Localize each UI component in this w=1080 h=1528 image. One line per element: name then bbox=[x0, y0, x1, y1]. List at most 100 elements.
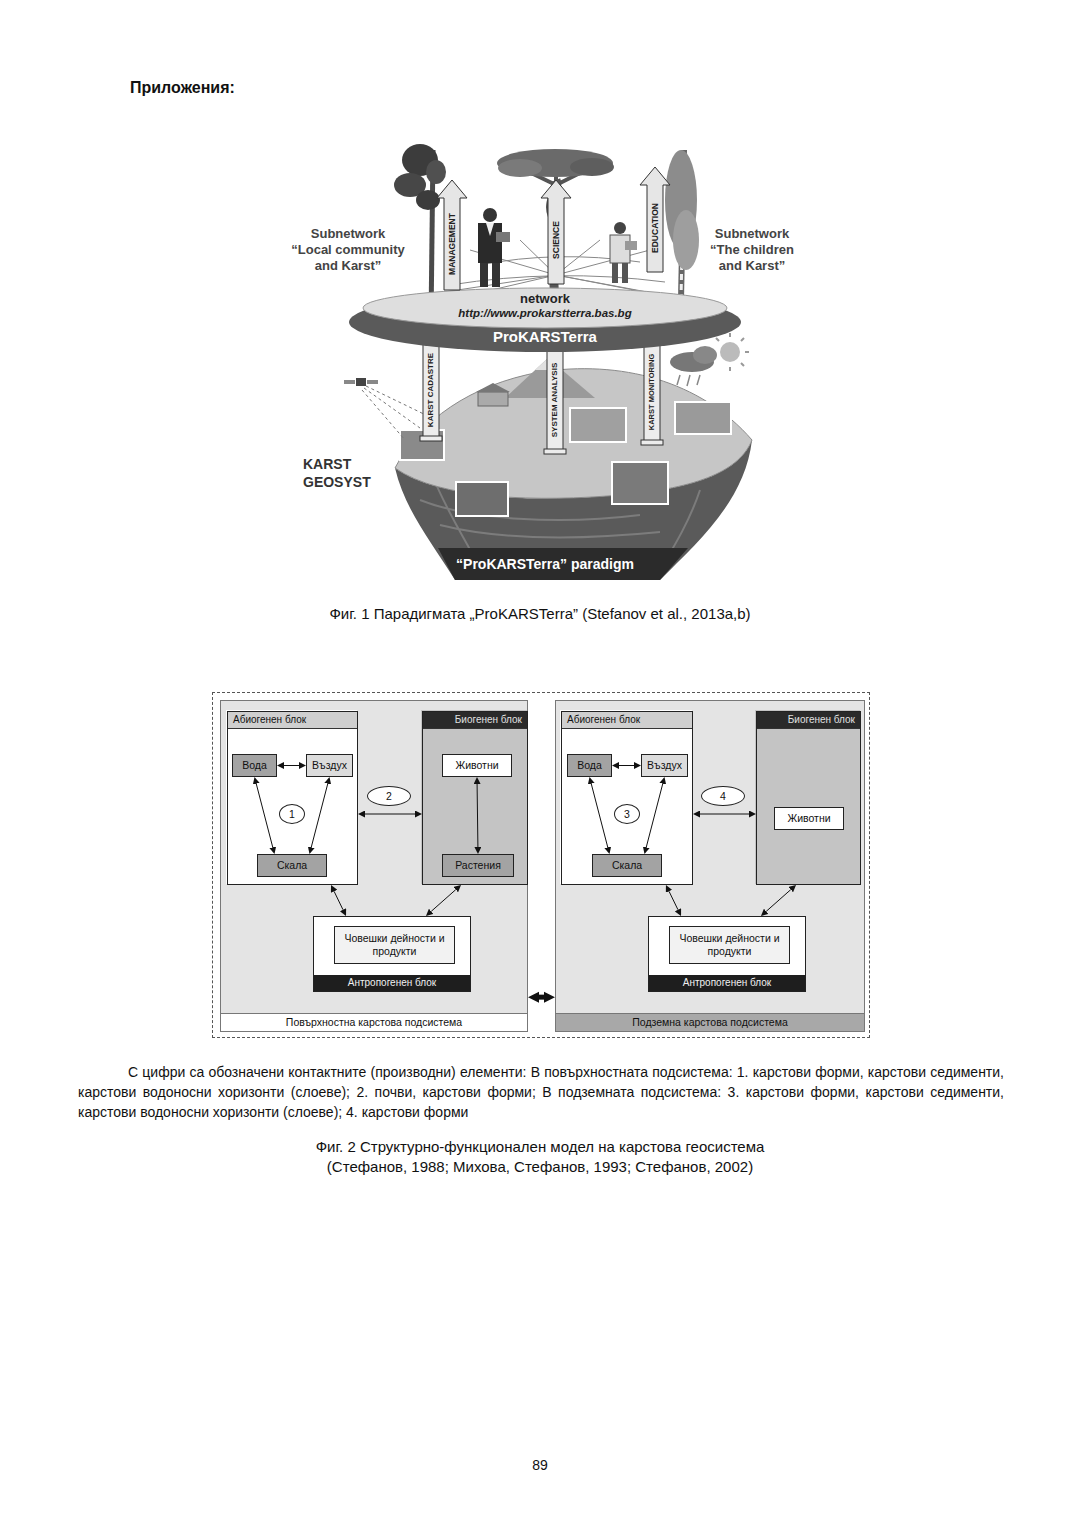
pillar bbox=[644, 338, 660, 442]
block-header: Абиогенен блок bbox=[562, 712, 692, 729]
element-box: Животни bbox=[774, 807, 844, 830]
pine-tree bbox=[426, 160, 446, 184]
connector-arrow bbox=[477, 784, 479, 847]
element-label: Човешки дейности и продукти bbox=[335, 932, 454, 957]
callout-number: 1 bbox=[287, 808, 297, 821]
connector-arrow bbox=[646, 784, 662, 847]
connector-arrow bbox=[619, 765, 634, 766]
landscape bbox=[476, 383, 510, 392]
pillar bbox=[641, 440, 663, 445]
weather-symbol bbox=[693, 346, 717, 364]
block-box: Антропогенен блок Човешки дейности и прод… bbox=[648, 916, 806, 992]
element-label: Скала bbox=[275, 859, 309, 872]
connector-arrow bbox=[431, 890, 456, 912]
panel-ground bbox=[220, 700, 865, 1032]
block-header: Биогенен блок bbox=[423, 712, 527, 729]
connector-arrow bbox=[311, 784, 327, 847]
child-figure bbox=[622, 263, 628, 283]
pillar bbox=[423, 338, 439, 438]
pillar-label: KARST CADASTRE bbox=[423, 346, 439, 434]
child-figure bbox=[614, 222, 626, 234]
network-disc bbox=[363, 288, 727, 328]
page-number: 89 bbox=[500, 1456, 580, 1474]
element-label: Въздух bbox=[310, 759, 349, 772]
element-box: Растения bbox=[442, 854, 514, 877]
element-box: Скала bbox=[257, 854, 327, 877]
element-label: Животни bbox=[785, 812, 832, 825]
connector-arrow bbox=[669, 891, 678, 909]
landscape bbox=[478, 392, 508, 406]
callout-number: 4 bbox=[718, 790, 728, 803]
block-box: Антропогенен блокЧовешки дейности и прод… bbox=[313, 916, 471, 992]
block-header: Биогенен блок bbox=[757, 712, 860, 729]
connector-arrow bbox=[591, 784, 607, 847]
element-box: Въздух bbox=[641, 754, 688, 777]
block-ground bbox=[560, 710, 692, 884]
block-box: Абиогенен блокВода Въздух 1Скала bbox=[227, 711, 358, 885]
arrow-label: EDUCATION bbox=[647, 188, 663, 268]
subsystem-panel: Повърхностна карстова подсистема Абиогене… bbox=[220, 700, 528, 1032]
photo-inset bbox=[612, 462, 668, 504]
manager-figure bbox=[483, 208, 497, 222]
connector-arrow bbox=[334, 891, 343, 909]
child-figure bbox=[625, 241, 637, 250]
block-header: Абиогенен блок bbox=[228, 712, 357, 729]
acacia-tree bbox=[498, 159, 542, 177]
island bbox=[395, 369, 752, 580]
manager-figure bbox=[480, 263, 488, 287]
manager-figure bbox=[478, 223, 502, 263]
pine-tree bbox=[416, 190, 440, 210]
panel-label: Подземна карстова подсистема bbox=[556, 1013, 864, 1031]
connector-arrow bbox=[256, 784, 272, 847]
contact-oval: 3 bbox=[614, 804, 640, 824]
element-label: Вода bbox=[240, 759, 269, 772]
element-box: Вода bbox=[232, 754, 277, 777]
network-label: network bbox=[495, 291, 595, 307]
contact-oval: 4 bbox=[701, 786, 745, 806]
figure-note: С цифри са обозначени контактните (произ… bbox=[78, 1062, 1004, 1122]
block-header: Антропогенен блок bbox=[649, 975, 805, 991]
element-label: Вода bbox=[575, 759, 604, 772]
element-label: Животни bbox=[453, 759, 500, 772]
birch-tree bbox=[673, 210, 699, 270]
weather-symbol bbox=[677, 375, 700, 386]
panel-ground bbox=[220, 700, 528, 1032]
pillar-label: SYSTEM ANALYSIS bbox=[547, 352, 563, 448]
element-box: Вода bbox=[567, 754, 612, 777]
satellite bbox=[362, 386, 432, 440]
birch-tree bbox=[665, 150, 699, 300]
block-box: Биогенен блокЖивотни bbox=[756, 711, 861, 885]
element-label: Скала bbox=[610, 859, 644, 872]
satellite bbox=[367, 380, 378, 384]
child-figure bbox=[610, 222, 637, 283]
arrow-label: MANAGEMENT bbox=[444, 200, 460, 288]
callout-number: 2 bbox=[384, 790, 394, 803]
element-label: Растения bbox=[453, 859, 503, 872]
weather-symbol bbox=[720, 342, 740, 362]
figure-caption: Фиг. 2 Структурно-функционален модел на … bbox=[290, 1137, 790, 1177]
pillar-label: KARST MONITORING bbox=[644, 346, 660, 438]
element-label: Човешки дейности и продукти bbox=[670, 932, 789, 957]
pillar bbox=[544, 449, 566, 454]
acacia-tree bbox=[497, 149, 613, 177]
manager-figure bbox=[486, 223, 494, 236]
block-ground bbox=[755, 710, 860, 884]
block-box: Абиогенен блокВода Въздух 3Скала bbox=[561, 711, 693, 885]
geosystem-label: KARST GEOSYST bbox=[303, 455, 393, 491]
block-ground bbox=[421, 710, 527, 884]
network-disc bbox=[349, 288, 741, 352]
contact-oval: 2 bbox=[367, 786, 411, 806]
connector-arrow bbox=[766, 890, 791, 912]
satellite bbox=[356, 378, 366, 386]
up-arrow bbox=[437, 167, 670, 290]
network-name: ProKARSTerra bbox=[465, 328, 625, 345]
element-box: Въздух bbox=[306, 754, 353, 777]
manager-figure bbox=[496, 232, 510, 242]
url-label: http://www.prokarstterra.bas.bg bbox=[437, 306, 653, 320]
landscape bbox=[476, 358, 595, 406]
callout-number: 3 bbox=[622, 808, 632, 821]
panel-label: Повърхностна карстова подсистема bbox=[221, 1013, 527, 1031]
